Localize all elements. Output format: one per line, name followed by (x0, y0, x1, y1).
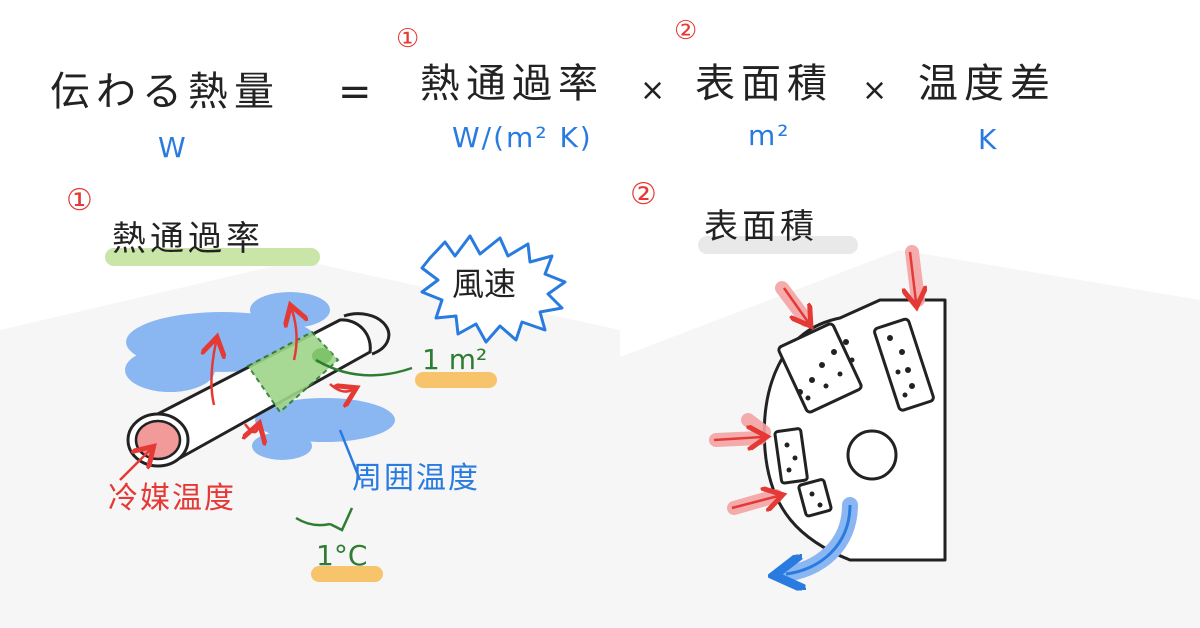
highlight-section2-title (698, 236, 858, 254)
refrigerant-temperature-label: 冷媒温度 (108, 481, 236, 516)
formula-marker-1: ① (396, 24, 420, 54)
heat-flow-arrows (211, 310, 352, 432)
formula-term-1: 熱通過率 (420, 61, 604, 107)
highlight-area-label (415, 372, 497, 388)
fin-heat-arrows (709, 245, 918, 515)
area-label: 1 m² (422, 343, 488, 376)
ambient-leader-line (338, 429, 362, 481)
formula-times-2: × (862, 73, 888, 108)
unit-lhs: W (158, 131, 188, 164)
delta-check-mark (295, 507, 354, 532)
formula-term-2: 表面積 (695, 61, 833, 107)
section2-title: 表面積 (704, 207, 818, 247)
section2-number: ② (630, 177, 657, 212)
highlight-delta-label (311, 566, 383, 582)
fin-air-flow-arrow (786, 504, 852, 574)
area-leader-line (315, 358, 413, 377)
formula-lhs: 伝わる熱量 (50, 69, 280, 115)
refrigerant-leader-line (119, 450, 150, 481)
temperature-delta-label: 1°C (316, 539, 368, 572)
highlight-section1-title (105, 248, 320, 266)
formula-times-1: × (640, 73, 666, 108)
formula-marker-2: ② (674, 16, 698, 46)
ambient-temperature-label: 周囲温度 (352, 461, 480, 496)
wind-speed-label: 風速 (452, 265, 517, 303)
unit-term-3: K (978, 123, 999, 156)
wind-speed-burst (420, 234, 567, 344)
fin-cross-section (762, 298, 947, 562)
formula-term-3: 温度差 (918, 61, 1056, 107)
section1-title: 熱通過率 (112, 219, 264, 259)
section1-number: ① (66, 183, 93, 218)
area-patch-dot (312, 348, 332, 364)
formula-equals: = (338, 69, 378, 115)
unit-term-2: m² (748, 119, 791, 152)
unit-term-1: W/(m² K) (452, 121, 593, 154)
